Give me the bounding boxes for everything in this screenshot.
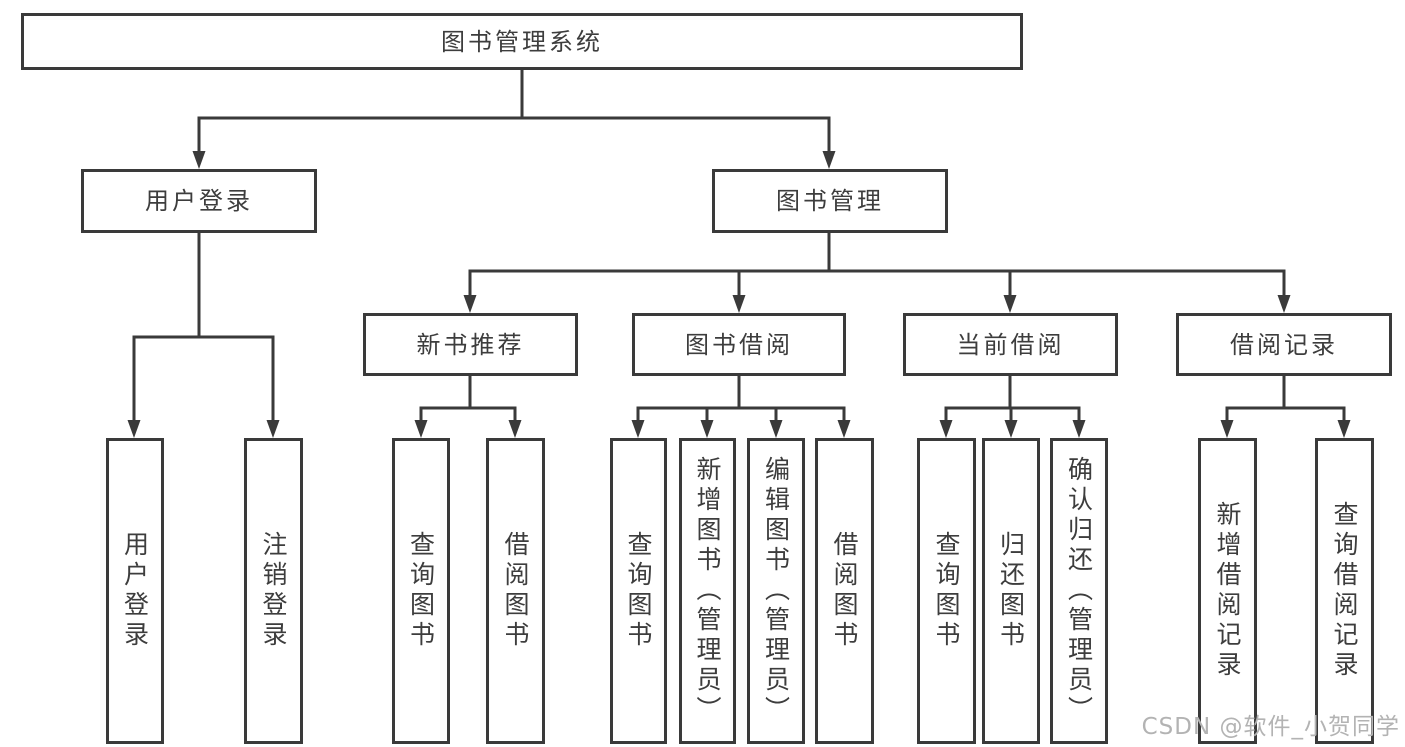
node-user-login: 用户登录	[81, 169, 317, 233]
node-borrow-records-label: 借阅记录	[1230, 330, 1338, 359]
node-leaf-borrow-book-recommend-label: 借阅图书	[501, 531, 530, 651]
node-leaf-logout: 注销登录	[244, 438, 303, 744]
node-leaf-confirm-return-admin-label: 确认归还（管理员）	[1064, 456, 1094, 726]
node-leaf-query-books-recommend: 查询图书	[392, 438, 450, 744]
node-leaf-query-books-borrow: 查询图书	[610, 438, 667, 744]
node-leaf-query-books-current: 查询图书	[917, 438, 976, 744]
node-borrow-records: 借阅记录	[1176, 313, 1392, 376]
connector-lines	[132, 67, 1346, 424]
node-book-management-label: 图书管理	[776, 187, 884, 215]
node-leaf-user-login: 用户登录	[106, 438, 164, 744]
node-leaf-borrow-book-label: 借阅图书	[830, 531, 859, 651]
node-book-borrow: 图书借阅	[632, 313, 846, 376]
node-leaf-query-books-recommend-label: 查询图书	[406, 531, 436, 651]
node-root-label: 图书管理系统	[441, 27, 603, 56]
node-leaf-confirm-return-admin: 确认归还（管理员）	[1050, 438, 1108, 744]
node-leaf-query-books-current-label: 查询图书	[932, 531, 961, 651]
node-leaf-borrow-book: 借阅图书	[815, 438, 874, 744]
node-user-login-label: 用户登录	[145, 187, 253, 215]
node-new-book-recommend: 新书推荐	[363, 313, 578, 376]
node-leaf-add-borrow-record: 新增借阅记录	[1198, 438, 1257, 744]
node-leaf-return-book: 归还图书	[982, 438, 1040, 744]
node-book-borrow-label: 图书借阅	[685, 330, 793, 359]
node-book-management: 图书管理	[712, 169, 948, 233]
node-leaf-query-books-borrow-label: 查询图书	[624, 531, 653, 651]
node-root: 图书管理系统	[21, 13, 1023, 70]
node-leaf-query-borrow-record: 查询借阅记录	[1315, 438, 1374, 744]
node-leaf-add-borrow-record-label: 新增借阅记录	[1213, 501, 1242, 681]
node-leaf-return-book-label: 归还图书	[996, 531, 1026, 651]
node-leaf-edit-book-admin: 编辑图书（管理员）	[747, 438, 805, 744]
node-new-book-recommend-label: 新书推荐	[416, 330, 525, 359]
node-current-borrow-label: 当前借阅	[956, 330, 1065, 359]
arrowheads	[127, 151, 1351, 438]
node-leaf-user-login-label: 用户登录	[120, 531, 150, 651]
node-current-borrow: 当前借阅	[903, 313, 1118, 376]
csdn-watermark: CSDN @软件_小贺同学	[1141, 714, 1400, 740]
node-leaf-logout-label: 注销登录	[259, 531, 288, 651]
node-leaf-add-book-admin: 新增图书（管理员）	[679, 438, 736, 744]
node-leaf-edit-book-admin-label: 编辑图书（管理员）	[761, 456, 791, 726]
node-leaf-query-borrow-record-label: 查询借阅记录	[1330, 501, 1359, 681]
node-leaf-borrow-book-recommend: 借阅图书	[486, 438, 545, 744]
node-leaf-add-book-admin-label: 新增图书（管理员）	[693, 456, 722, 726]
